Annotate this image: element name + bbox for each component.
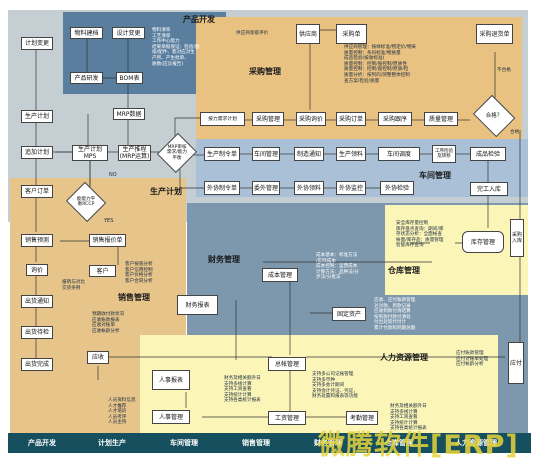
outsource-pick-box[interactable]: 外协领料 (294, 181, 324, 195)
footer-item[interactable]: 销售管理 (242, 439, 270, 447)
customer-box[interactable]: 客户 (89, 265, 116, 277)
payroll-box[interactable]: 工资管理 (268, 411, 306, 425)
region-warehouse (385, 205, 528, 295)
flow-yes-label: YES (104, 218, 114, 224)
prod-plan-mps-box[interactable]: 生产计划 MPS (72, 145, 108, 161)
label-product-dev: 产品开发 (183, 15, 215, 24)
footer-module-bar: 产品开发 计划生产 车间管理 销售管理 财务管理 仓库管理 人力资源管理 (8, 433, 531, 453)
plan-req-box[interactable]: 按力需求计划 (200, 112, 245, 126)
qualified-yes-label: 合格 (510, 130, 520, 135)
attendance-box[interactable]: 考勤管理 (346, 411, 378, 425)
shipping-notice-box[interactable]: 出货通知 (21, 295, 53, 308)
outsource-monitor-box[interactable]: 外协监控 (336, 181, 366, 195)
prod-plan-mrp-box[interactable]: 生产推程 (MRP运算) (118, 145, 151, 161)
mrp-data-box[interactable]: MRP数据 (113, 108, 145, 120)
purchase-tracking-box[interactable]: 采购跟序 (378, 112, 412, 126)
footer-item[interactable]: 人力资源管理 (455, 439, 497, 447)
qualified-label: 合格？ (485, 112, 503, 119)
plan-change-box[interactable]: 计划变更 (21, 37, 53, 50)
material-code-box[interactable]: 物料建档 (70, 27, 103, 39)
customer-order-box[interactable]: 客户订单 (21, 185, 53, 198)
workshop-mgmt-box[interactable]: 车间管理 (252, 147, 280, 161)
hr-notes: 财务及相关额外日 支持多线计算 支持工资查看 支持统计计算 支持各类统计报表 (224, 376, 261, 404)
capacity-check-diamond[interactable]: 能能力平 衡RCCP (65, 181, 107, 223)
label-production-plan: 生产计划 (150, 187, 182, 196)
finance-report-box[interactable]: 财务报表 (177, 295, 218, 315)
product-dev-notes: 物料清单 工艺清单 工作中心能力 结果单据保证：检验/图 纸/配件、客对应对生 … (152, 28, 200, 67)
sales-notes-2: 报销与对比 交货条例 (62, 280, 85, 291)
mfg-notice-box[interactable]: 制造通知 (294, 147, 324, 161)
footer-item[interactable]: 车间管理 (170, 439, 198, 447)
purchase-inquiry-box[interactable]: 采购询价 (296, 112, 326, 126)
warehouse-mgmt-box[interactable]: 库存管理 (462, 231, 504, 253)
finance-notes: 成本基本：标准方法 /实际成本 成本控制：运营成本 计算方法：品种法/分 步法/… (316, 253, 359, 281)
flow-no-label: NO (109, 172, 117, 178)
general-ledger-box[interactable]: 总帐管理 (268, 357, 306, 371)
purchasing-notes: 供应商管理：按样标准/物定价/物采 质量控制：条码标准/物质量 成品检验(按收标… (344, 45, 417, 84)
process-transfer-box[interactable]: 工序检验及转移 (432, 145, 456, 163)
shipping-done-box[interactable]: 出货完成 (21, 358, 53, 371)
product-dev-box[interactable]: 产品研发 (70, 72, 103, 84)
finance-notes-3: 支持多公司记账管理 支持多币种 支持多会计期间 支持会计凭证、凭证， 财务处置和… (312, 372, 358, 400)
outsource-order-box[interactable]: 外协制令单 (204, 181, 240, 195)
finished-inspect-box[interactable]: 成品检验 (470, 147, 506, 161)
prod-picking-box[interactable]: 生产领料 (336, 147, 366, 161)
hr-report-box[interactable]: 人事报表 (152, 370, 190, 390)
payable-notes: 应付账款管理 应付对账单处理 应付帐龄分析 (456, 351, 489, 368)
mrp-check-label: MRP审核 需求/能力 平衡 (167, 144, 187, 161)
region-hr (140, 335, 498, 435)
footer-item[interactable]: 财务管理 (314, 439, 342, 447)
cost-mgmt-box[interactable]: 成本管理 (262, 268, 298, 282)
purchase-order-doc-box[interactable]: 采购单 (336, 24, 367, 44)
sales-forecast-box[interactable]: 销售预测 (21, 234, 53, 247)
sales-notes: 客户按值分析 客户信用控制 客户价格分析 客户合同分析 (125, 262, 153, 284)
sales-quote-box[interactable]: 销售报价单 (89, 234, 126, 247)
qualified-diamond[interactable]: 合格？ (472, 94, 516, 138)
quality-check-box[interactable]: 质量管理 (424, 112, 458, 126)
bom-box[interactable]: BOM表 (116, 72, 143, 84)
mrp-check-diamond[interactable]: MRP审核 需求/能力 平衡 (156, 132, 198, 174)
receivable-box[interactable]: 应收 (87, 351, 109, 364)
sales-notes-3: 预期收付款状况 应收账款报表 应收对账单 应收帐龄分析 (92, 312, 125, 334)
footer-item[interactable]: 仓库管理 (385, 439, 413, 447)
hr-notes-3: 财务及相关额外日 支持多线计算 支持工资查看 支持统计计算 支持各类统计报表 (390, 404, 427, 432)
label-warehouse: 仓库管理 (388, 266, 420, 275)
add-plan-box[interactable]: 追加计划 (21, 146, 53, 159)
purchase-order-box[interactable]: 采购订单 (336, 112, 366, 126)
hr-mgmt-box[interactable]: 人事管理 (152, 410, 190, 424)
outsource-mgmt-box[interactable]: 委外管理 (252, 181, 280, 195)
label-workshop: 车间管理 (419, 171, 451, 180)
footer-item[interactable]: 计划生产 (98, 439, 126, 447)
supplier-box[interactable]: 供应商 (296, 24, 320, 44)
unqualified-label: 不合格 (497, 68, 511, 73)
label-finance: 财务管理 (208, 255, 240, 264)
footer-item[interactable]: 产品开发 (28, 439, 56, 447)
fixed-assets-box[interactable]: 固定资产 (332, 307, 366, 321)
prod-order-box[interactable]: 生产制令单 (204, 147, 240, 161)
prod-plan-box[interactable]: 生产计划 (21, 110, 53, 123)
label-purchasing: 采购管理 (249, 67, 281, 76)
payable-box[interactable]: 应付 (508, 342, 524, 384)
purchase-return-box[interactable]: 采购退货单 (476, 24, 513, 44)
design-change-box[interactable]: 设计变更 (112, 27, 145, 39)
supplier-eval-text: 供应商等级评价 (236, 31, 269, 36)
label-hr: 人力资源管理 (380, 353, 428, 362)
purchase-in-box[interactable]: 采购 入库 (510, 219, 524, 257)
finance-notes-2: 应收、应付账款管理 对对款、到款记录 应收到款付清结算 按到款付款付清处 付出处… (374, 298, 416, 331)
shipping-wait-box[interactable]: 出货待检 (21, 326, 53, 339)
workshop-schedule-box[interactable]: 车间调度 (378, 147, 420, 161)
finished-in-box[interactable]: 完工入库 (470, 182, 508, 196)
capacity-check-label: 能能力平 衡RCCP (76, 196, 96, 207)
purchase-mgmt-box[interactable]: 采购管理 (252, 112, 284, 126)
label-sales: 销售管理 (118, 293, 150, 302)
outsource-inspect-box[interactable]: 外协检验 (380, 181, 414, 195)
warehouse-notes: 安全库存量控制 库存盘点查询：期间/库 存状态分析：全面帐查 帐面/库存品：质量… (396, 221, 444, 249)
inquiry-box[interactable]: 询价 (26, 264, 48, 276)
watermark-logo: 微腾软件[ERP] (318, 430, 519, 461)
hr-notes-2: 人员资料信息 人才推荐 人才培训 人员考评 人员主持 (108, 398, 136, 426)
